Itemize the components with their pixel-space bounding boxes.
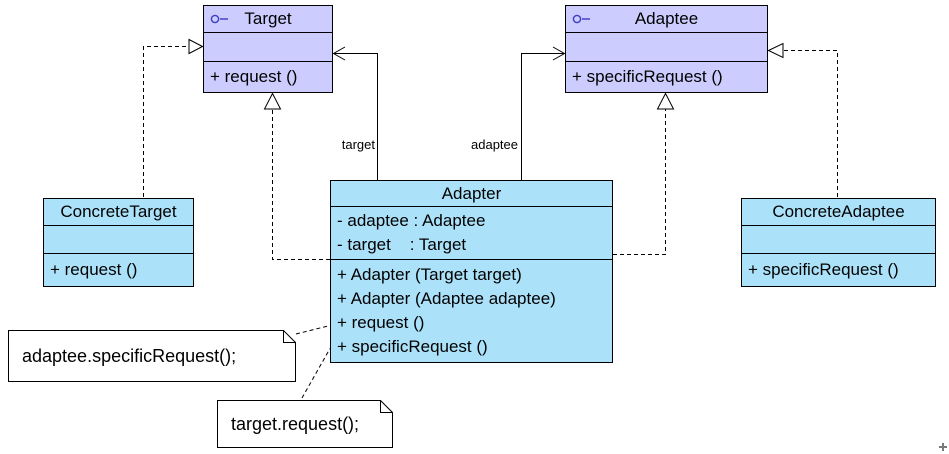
method-row: + request () [337,313,425,332]
class-target-title: Target [204,6,332,32]
class-concrete-adaptee[interactable]: ConcreteAdaptee + specificRequest () [741,198,936,287]
class-adapter-title: Adapter [331,181,612,206]
hollow-triangle-icon [188,38,204,55]
open-arrowhead-icon [552,46,566,61]
class-adaptee-methods: + specificRequest () [566,61,767,92]
class-adapter[interactable]: Adapter - adaptee : Adaptee - target : T… [330,180,613,363]
cursor-artifact-icon [939,443,947,451]
realization-concreteadaptee-adaptee[interactable] [767,42,838,198]
method-row: + specificRequest () [337,337,488,356]
attribute-row: - adaptee : Adaptee [337,211,486,230]
class-target-attributes [204,32,332,61]
note-shape-target[interactable] [217,400,393,448]
class-name: Adapter [441,183,502,203]
class-name: Adaptee [634,9,699,28]
class-name: Target [244,9,292,28]
class-target-methods: + request () [204,61,332,92]
method-row: + Adapter (Target target) [337,265,522,284]
method-row: + specificRequest () [572,67,723,86]
note-anchor-target [301,348,331,399]
note-anchor-adaptee [295,325,331,335]
association-label-target: target [341,137,375,152]
note-adaptee-text: adaptee.specificRequest(); [22,345,237,366]
class-concrete-target[interactable]: ConcreteTarget + request () [43,198,194,287]
class-concrete-adaptee-methods: + specificRequest () [742,253,935,286]
method-row: + request () [50,260,138,279]
class-adapter-methods: + Adapter (Target target) + Adapter (Ada… [331,259,612,362]
class-concrete-target-title: ConcreteTarget [44,199,193,225]
attribute-row: - target : Target [337,235,467,254]
class-concrete-target-methods: + request () [44,253,193,286]
class-name: ConcreteAdaptee [772,202,905,221]
class-adaptee[interactable]: Adaptee + specificRequest () [565,5,768,93]
class-adaptee-title: Adaptee [566,6,767,32]
class-concrete-adaptee-title: ConcreteAdaptee [742,199,935,225]
class-name: ConcreteTarget [60,202,177,221]
class-adaptee-attributes [566,32,767,61]
association-adapter-adaptee[interactable] [521,46,566,181]
interface-icon [210,14,232,24]
class-adapter-attributes: - adaptee : Adaptee - target : Target [331,206,612,259]
open-arrowhead-icon [332,46,346,61]
hollow-triangle-icon [263,92,282,110]
method-row: + Adapter (Adaptee adaptee) [337,289,556,308]
note-fold-icon [380,400,393,413]
interface-icon [572,14,594,24]
realization-concretetarget-target[interactable] [143,38,204,198]
realization-adapter-adaptee[interactable] [613,92,675,255]
hollow-triangle-icon [656,92,675,110]
class-target[interactable]: Target + request () [203,5,333,93]
realization-adapter-target[interactable] [263,92,331,260]
note-shape-adaptee[interactable] [8,330,296,382]
method-row: + specificRequest () [748,260,899,279]
class-concrete-target-attributes [44,225,193,253]
note-target-text: target.request(); [231,413,360,434]
note-fold-icon [283,330,296,343]
association-adapter-target[interactable] [332,46,378,181]
method-row: + request () [210,67,298,86]
class-concrete-adaptee-attributes [742,225,935,253]
association-label-adaptee: adaptee [471,137,518,152]
hollow-triangle-icon [767,42,784,59]
